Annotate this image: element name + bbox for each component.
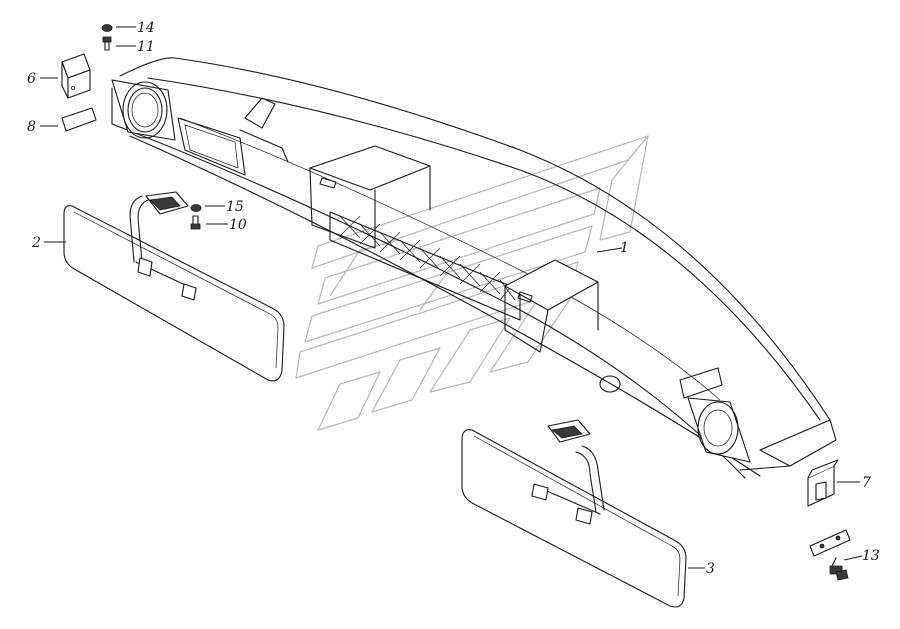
callout-14: 14 bbox=[137, 20, 155, 36]
bolt-10 bbox=[190, 215, 201, 230]
callout-1: 1 bbox=[620, 240, 629, 256]
callout-8: 8 bbox=[27, 119, 36, 135]
callout-11: 11 bbox=[137, 39, 155, 55]
bracket-7 bbox=[807, 459, 839, 507]
bolt-11 bbox=[102, 36, 112, 51]
sun-visor-left bbox=[63, 191, 285, 382]
callout-3: 3 bbox=[706, 561, 715, 577]
overhead-console bbox=[111, 57, 837, 479]
washer-15 bbox=[190, 204, 202, 212]
bolt-13 bbox=[829, 557, 849, 581]
callout-labels: 1 2 3 6 7 8 10 11 13 14 15 bbox=[27, 20, 880, 577]
callout-2: 2 bbox=[31, 235, 41, 251]
callout-10: 10 bbox=[229, 217, 247, 233]
plate-8 bbox=[61, 107, 97, 132]
leader-lines bbox=[40, 26, 863, 569]
bracket-6 bbox=[61, 53, 91, 99]
sun-visor-right bbox=[461, 419, 687, 608]
plate bbox=[809, 529, 851, 557]
callout-13: 13 bbox=[862, 548, 880, 564]
washer-14 bbox=[101, 24, 113, 32]
callout-15: 15 bbox=[226, 199, 244, 215]
callout-7: 7 bbox=[862, 475, 871, 491]
callout-6: 6 bbox=[27, 71, 36, 87]
